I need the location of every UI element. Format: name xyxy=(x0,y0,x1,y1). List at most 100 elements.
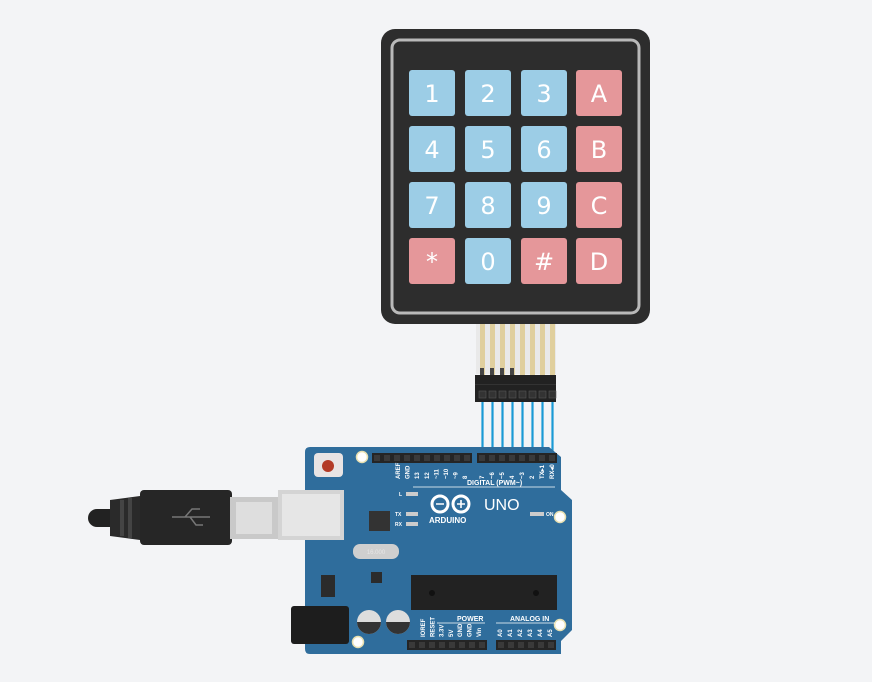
header-pin[interactable] xyxy=(464,455,470,461)
key-face[interactable] xyxy=(521,126,567,172)
key-face[interactable] xyxy=(521,70,567,116)
header-pin[interactable] xyxy=(374,455,380,461)
digital-header-left[interactable] xyxy=(372,453,472,463)
tx-led-label: TX xyxy=(395,512,402,518)
key-face[interactable] xyxy=(465,238,511,284)
key-face[interactable] xyxy=(521,182,567,228)
reset-button-cap[interactable] xyxy=(322,460,334,472)
usb-cable[interactable] xyxy=(88,490,278,545)
pin-label: ~3 xyxy=(520,471,526,479)
header-pin[interactable] xyxy=(459,642,465,648)
header-pin[interactable] xyxy=(444,455,450,461)
connector-socket xyxy=(518,390,527,399)
key-face[interactable] xyxy=(465,70,511,116)
key-1[interactable]: 1 xyxy=(409,70,455,116)
header-pin[interactable] xyxy=(454,455,460,461)
header-pin[interactable] xyxy=(489,455,495,461)
header-pin[interactable] xyxy=(424,455,430,461)
key-face[interactable] xyxy=(409,182,455,228)
key-face[interactable] xyxy=(465,182,511,228)
ribbon-strand xyxy=(550,324,555,375)
header-pin[interactable] xyxy=(539,455,545,461)
connector-pin xyxy=(500,368,504,375)
pin-label: 13 xyxy=(415,472,421,479)
model-label: UNO xyxy=(484,497,520,514)
keypad-connector xyxy=(475,368,557,402)
key-0[interactable]: 0 xyxy=(465,238,511,284)
header-pin[interactable] xyxy=(449,642,455,648)
key-8[interactable]: 8 xyxy=(465,182,511,228)
key-3[interactable]: 3 xyxy=(521,70,567,116)
header-pin[interactable] xyxy=(479,642,485,648)
header-pin[interactable] xyxy=(479,455,485,461)
key-B[interactable]: B xyxy=(576,126,622,172)
key-label: 1 xyxy=(424,80,439,108)
header-pin[interactable] xyxy=(469,642,475,648)
key-face[interactable] xyxy=(409,126,455,172)
key-face[interactable] xyxy=(409,70,455,116)
on-label: ON xyxy=(546,512,554,518)
key-face[interactable] xyxy=(576,182,622,228)
header-pin[interactable] xyxy=(429,642,435,648)
pin-label: 8 xyxy=(463,475,469,479)
key-6[interactable]: 6 xyxy=(521,126,567,172)
ribbon-strand xyxy=(520,324,525,375)
key-face[interactable] xyxy=(576,70,622,116)
pin-label: GND xyxy=(406,465,412,479)
digital-header-right[interactable] xyxy=(477,453,557,463)
connector-pin xyxy=(480,368,484,375)
key-7[interactable]: 7 xyxy=(409,182,455,228)
power-header[interactable] xyxy=(407,640,487,650)
header-pin[interactable] xyxy=(538,642,544,648)
header-pin[interactable] xyxy=(384,455,390,461)
analog-label: ANALOG IN xyxy=(510,616,549,623)
arduino-uno-board[interactable]: DIGITAL (PWM~) ARDUINO UNO ON L TX RX 16… xyxy=(278,447,572,654)
header-pin[interactable] xyxy=(528,642,534,648)
analog-header[interactable] xyxy=(496,640,556,650)
header-pin[interactable] xyxy=(498,642,504,648)
key-face[interactable] xyxy=(576,238,622,284)
key-label: D xyxy=(590,248,608,276)
connector-pin xyxy=(510,368,514,375)
key-*[interactable]: * xyxy=(409,238,455,284)
header-pin[interactable] xyxy=(509,455,515,461)
digital-label: DIGITAL (PWM~) xyxy=(467,480,522,487)
pin-label: A3 xyxy=(528,629,534,637)
key-label: * xyxy=(426,248,438,276)
key-C[interactable]: C xyxy=(576,182,622,228)
header-pin[interactable] xyxy=(414,455,420,461)
usb-icon xyxy=(172,508,210,526)
header-pin[interactable] xyxy=(439,642,445,648)
header-pin[interactable] xyxy=(419,642,425,648)
key-D[interactable]: D xyxy=(576,238,622,284)
header-pin[interactable] xyxy=(518,642,524,648)
header-pin[interactable] xyxy=(409,642,415,648)
header-pin[interactable] xyxy=(549,455,555,461)
header-pin[interactable] xyxy=(434,455,440,461)
header-pin[interactable] xyxy=(548,642,554,648)
key-label: B xyxy=(591,136,607,164)
key-face[interactable] xyxy=(465,126,511,172)
header-pin[interactable] xyxy=(519,455,525,461)
key-#[interactable]: # xyxy=(521,238,567,284)
key-face[interactable] xyxy=(576,126,622,172)
key-5[interactable]: 5 xyxy=(465,126,511,172)
key-9[interactable]: 9 xyxy=(521,182,567,228)
header-pin[interactable] xyxy=(394,455,400,461)
key-label: 6 xyxy=(536,136,551,164)
voltage-regulator xyxy=(321,575,335,597)
key-face[interactable] xyxy=(521,238,567,284)
header-pin[interactable] xyxy=(499,455,505,461)
key-label: 9 xyxy=(536,192,551,220)
key-A[interactable]: A xyxy=(576,70,622,116)
key-4[interactable]: 4 xyxy=(409,126,455,172)
key-2[interactable]: 2 xyxy=(465,70,511,116)
header-pin[interactable] xyxy=(404,455,410,461)
pin-label: ~6 xyxy=(490,471,496,479)
header-pin[interactable] xyxy=(529,455,535,461)
key-face[interactable] xyxy=(409,238,455,284)
header-pin[interactable] xyxy=(508,642,514,648)
connector-socket xyxy=(548,390,557,399)
